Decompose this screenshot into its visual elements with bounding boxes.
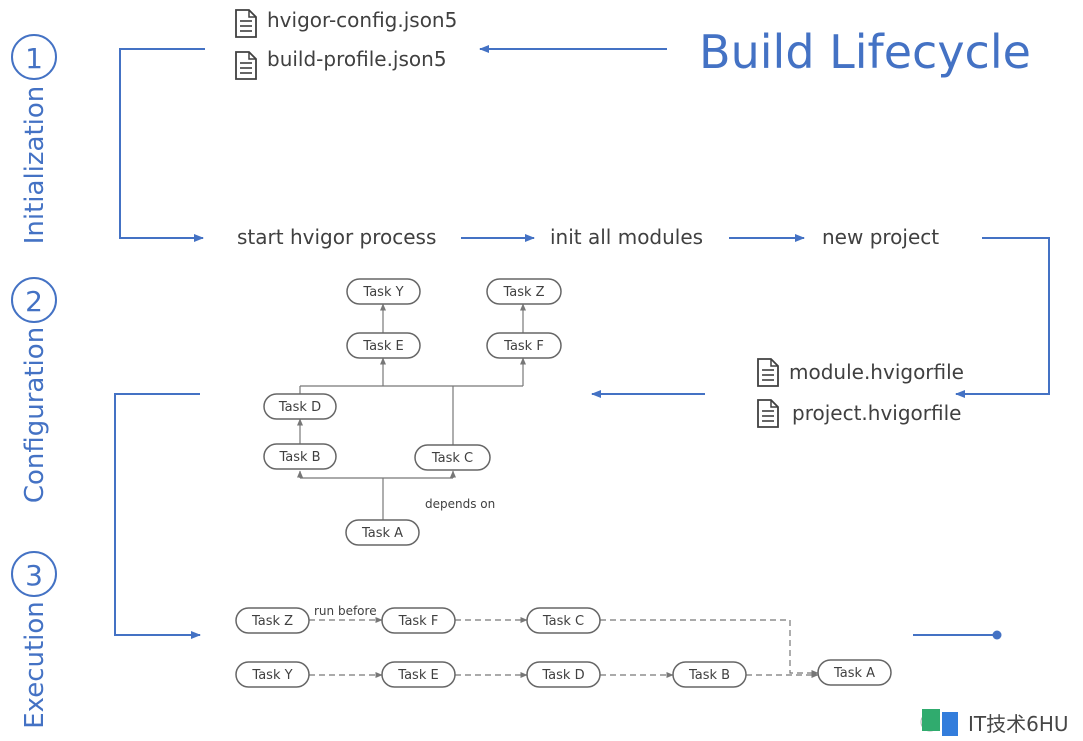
task-node-z: Task Z: [486, 278, 562, 305]
task-label: Task C: [542, 614, 584, 629]
task-node-b: Task B: [263, 443, 337, 470]
task-label: Task Z: [251, 614, 293, 629]
phase-2-circle: [11, 277, 57, 323]
task-label: Task B: [278, 450, 320, 465]
task-label: Task Z: [502, 285, 544, 300]
connector-config-to-start: [119, 48, 205, 242]
execution-graph-edges: [309, 617, 819, 678]
phase-2-number: 2: [25, 285, 43, 318]
run-before-label: run before: [314, 604, 377, 618]
task-node-c: Task C: [414, 444, 491, 471]
config-graph-nodes: Task Y Task Z Task E Task F Task D Task …: [263, 278, 562, 546]
task-label: Task E: [362, 339, 403, 354]
task-label: Task Y: [251, 668, 292, 683]
task-node-a: Task A: [345, 519, 420, 546]
task-label: Task A: [833, 666, 875, 681]
config-files-group: hvigor-config.json5 build-profile.json5: [235, 8, 457, 80]
task-label: Task D: [278, 400, 321, 415]
task-label: Task E: [397, 668, 438, 683]
execution-graph-nodes: Task Z Task F Task C Task Y Task E Task …: [235, 607, 892, 688]
exec-node-a: Task A: [817, 659, 892, 686]
task-node-d: Task D: [263, 393, 337, 420]
depends-on-label: depends on: [425, 497, 495, 511]
task-label: Task Y: [362, 285, 403, 300]
config-file-hvigor-config: hvigor-config.json5: [267, 8, 457, 32]
task-node-f: Task F: [486, 332, 562, 359]
document-icon: [235, 51, 257, 80]
task-node-e: Task E: [346, 332, 421, 359]
task-label: Task F: [398, 614, 439, 629]
phase-3-number: 3: [25, 559, 43, 592]
watermark-text: IT技术6HU: [968, 712, 1069, 736]
exec-node-c: Task C: [526, 607, 601, 634]
document-icon: [757, 358, 779, 387]
config-graph-edges: [297, 303, 526, 520]
document-icon: [757, 399, 779, 428]
task-label: Task C: [431, 451, 473, 466]
exec-node-y: Task Y: [235, 661, 310, 688]
phase-1-label: Initialization: [20, 86, 50, 245]
phase-3-label: Execution: [20, 601, 50, 729]
exec-node-d: Task D: [526, 661, 601, 688]
hvigorfile-project: project.hvigorfile: [792, 401, 961, 425]
phase-execution: 3 Execution: [11, 551, 57, 729]
task-label: Task D: [541, 668, 584, 683]
phase-configuration: 2 Configuration: [11, 277, 57, 503]
exec-node-e: Task E: [381, 661, 456, 688]
watermark-logo-accent: [942, 712, 958, 736]
page-title: Build Lifecycle: [699, 25, 1031, 79]
exec-node-b: Task B: [672, 661, 747, 688]
config-file-build-profile: build-profile.json5: [267, 47, 447, 71]
watermark-logo: [922, 709, 940, 731]
task-label: Task A: [361, 526, 403, 541]
task-label: Task F: [503, 339, 544, 354]
document-icon: [235, 9, 257, 38]
init-step-start: start hvigor process: [237, 225, 436, 249]
phase-2-label: Configuration: [20, 327, 50, 503]
connector-config-to-execution: [114, 393, 201, 639]
init-step-modules: init all modules: [550, 225, 703, 249]
init-step-project: new project: [822, 225, 939, 249]
exec-node-z: Task Z: [235, 607, 310, 634]
connector-project-to-hvigorfiles: [955, 237, 1050, 398]
task-label: Task B: [688, 668, 730, 683]
exec-node-f: Task F: [381, 607, 456, 634]
hvigorfile-module: module.hvigorfile: [789, 360, 964, 384]
execution-end-dot: [992, 630, 1002, 640]
watermark: IT技术6HU: [920, 709, 1069, 736]
phase-1-number: 1: [25, 42, 43, 75]
exec-edge-c-a: [600, 619, 819, 676]
phase-initialization: 1 Initialization: [11, 34, 57, 245]
hvigorfiles-group: module.hvigorfile project.hvigorfile: [757, 358, 964, 428]
phase-3-circle: [11, 551, 57, 597]
phase-1-circle: [11, 34, 57, 80]
task-node-y: Task Y: [346, 278, 421, 305]
